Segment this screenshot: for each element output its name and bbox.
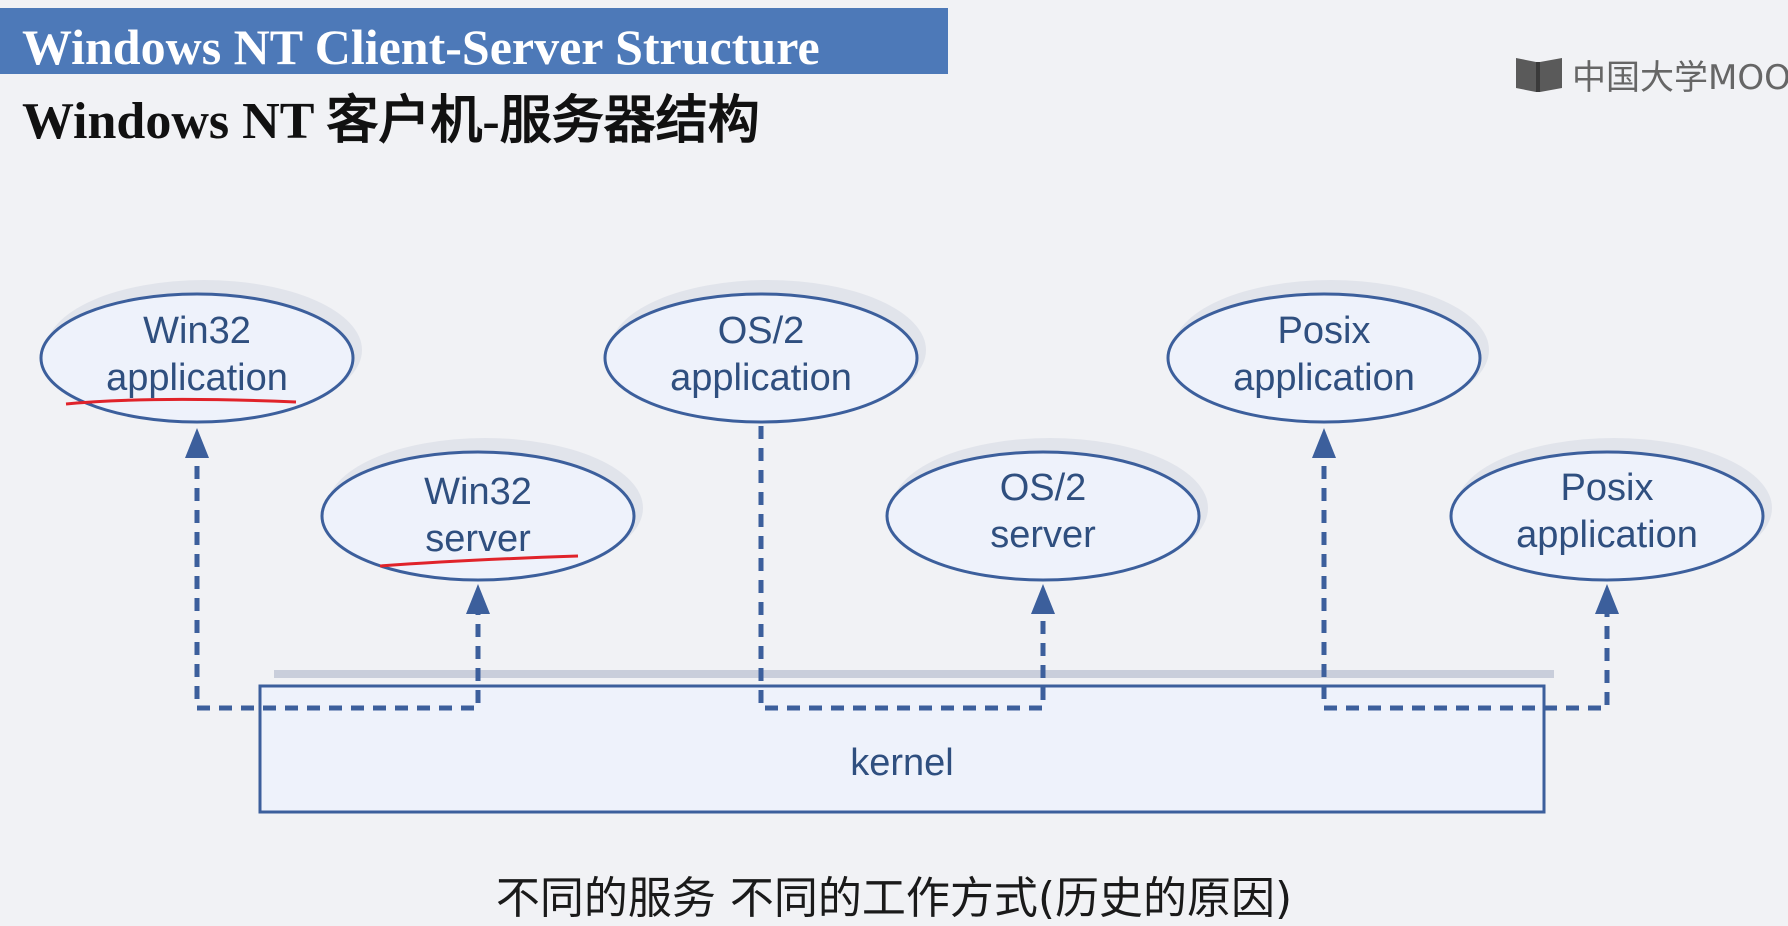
node-win32-srv-line2: server	[425, 518, 531, 560]
arrow-win32-app	[185, 428, 209, 458]
node-posix-app2-line1: Posix	[1561, 467, 1654, 509]
arrow-os2-server	[1031, 584, 1055, 614]
arrowheads	[185, 428, 1619, 614]
arrow-posix-app	[1312, 428, 1336, 458]
mooc-logo-text: 中国大学MOOC	[1572, 57, 1788, 98]
title-english: Windows NT Client-Server Structure	[22, 19, 820, 75]
subtitle-caption: 不同的服务 不同的工作方式(历史的原因)	[495, 873, 1293, 924]
node-posix-app-line2: application	[1233, 357, 1415, 399]
path-posix	[1321, 444, 1610, 711]
node-win32-app-line1: Win32	[143, 310, 251, 352]
annotation-underline-win32-server	[379, 554, 579, 568]
node-os2-app-line1: OS/2	[718, 310, 805, 352]
title-chinese: Windows NT 客户机-服务器结构	[22, 93, 760, 150]
mooc-logo-icon	[1516, 58, 1562, 92]
path-os2	[758, 426, 1046, 711]
node-os2-srv-line2: server	[990, 514, 1096, 556]
arrow-posix-app2	[1595, 584, 1619, 614]
node-win32-server: Win32 server	[320, 438, 643, 582]
node-posix-app-line1: Posix	[1278, 310, 1371, 352]
message-paths	[194, 426, 1610, 711]
node-posix-application: Posix application	[1166, 280, 1489, 424]
node-posix-app2-line2: application	[1516, 514, 1698, 556]
path-win32	[194, 444, 481, 711]
node-os2-app-line2: application	[670, 357, 852, 399]
kernel-label: kernel	[850, 742, 954, 784]
node-posix-application-2: Posix application	[1449, 438, 1772, 582]
node-os2-srv-line1: OS/2	[1000, 467, 1087, 509]
node-os2-application: OS/2 application	[603, 280, 926, 424]
annotation-underline-win32-app	[65, 397, 297, 406]
arrow-win32-server	[466, 584, 490, 614]
kernel-shadow	[274, 670, 1554, 678]
mooc-logo: 中国大学MOOC	[1514, 50, 1788, 98]
node-win32-app-line2: application	[106, 357, 288, 399]
node-win32-srv-line1: Win32	[424, 471, 532, 513]
node-win32-application: Win32 application	[39, 280, 362, 424]
title-banner: Windows NT Client-Server Structure	[0, 8, 948, 75]
node-os2-server: OS/2 server	[885, 438, 1208, 582]
